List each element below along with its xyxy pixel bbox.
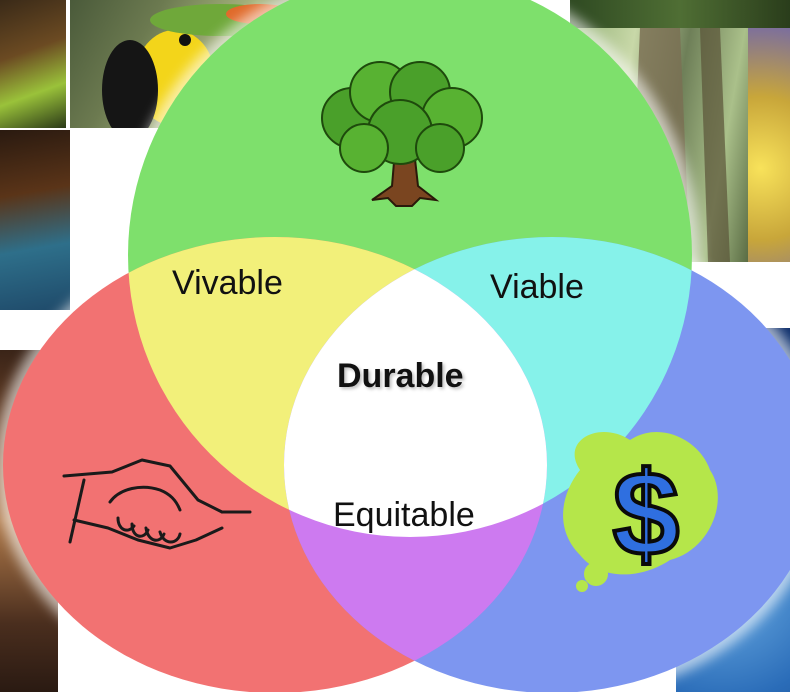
handshake-icon bbox=[62, 458, 252, 550]
equitable-label: Equitable bbox=[333, 496, 475, 534]
parrot-photo bbox=[0, 0, 66, 128]
blue-bird-photo bbox=[0, 130, 70, 310]
forest-photo bbox=[570, 0, 790, 28]
durable-label: Durable bbox=[337, 357, 464, 395]
vivable-label: Vivable bbox=[172, 264, 283, 302]
tree-icon bbox=[321, 61, 483, 207]
durable-region bbox=[284, 237, 547, 537]
flower-photo bbox=[748, 28, 790, 262]
dollar-icon: $ bbox=[563, 431, 718, 592]
svg-text:$: $ bbox=[613, 447, 680, 581]
viable-label: Viable bbox=[490, 268, 584, 306]
